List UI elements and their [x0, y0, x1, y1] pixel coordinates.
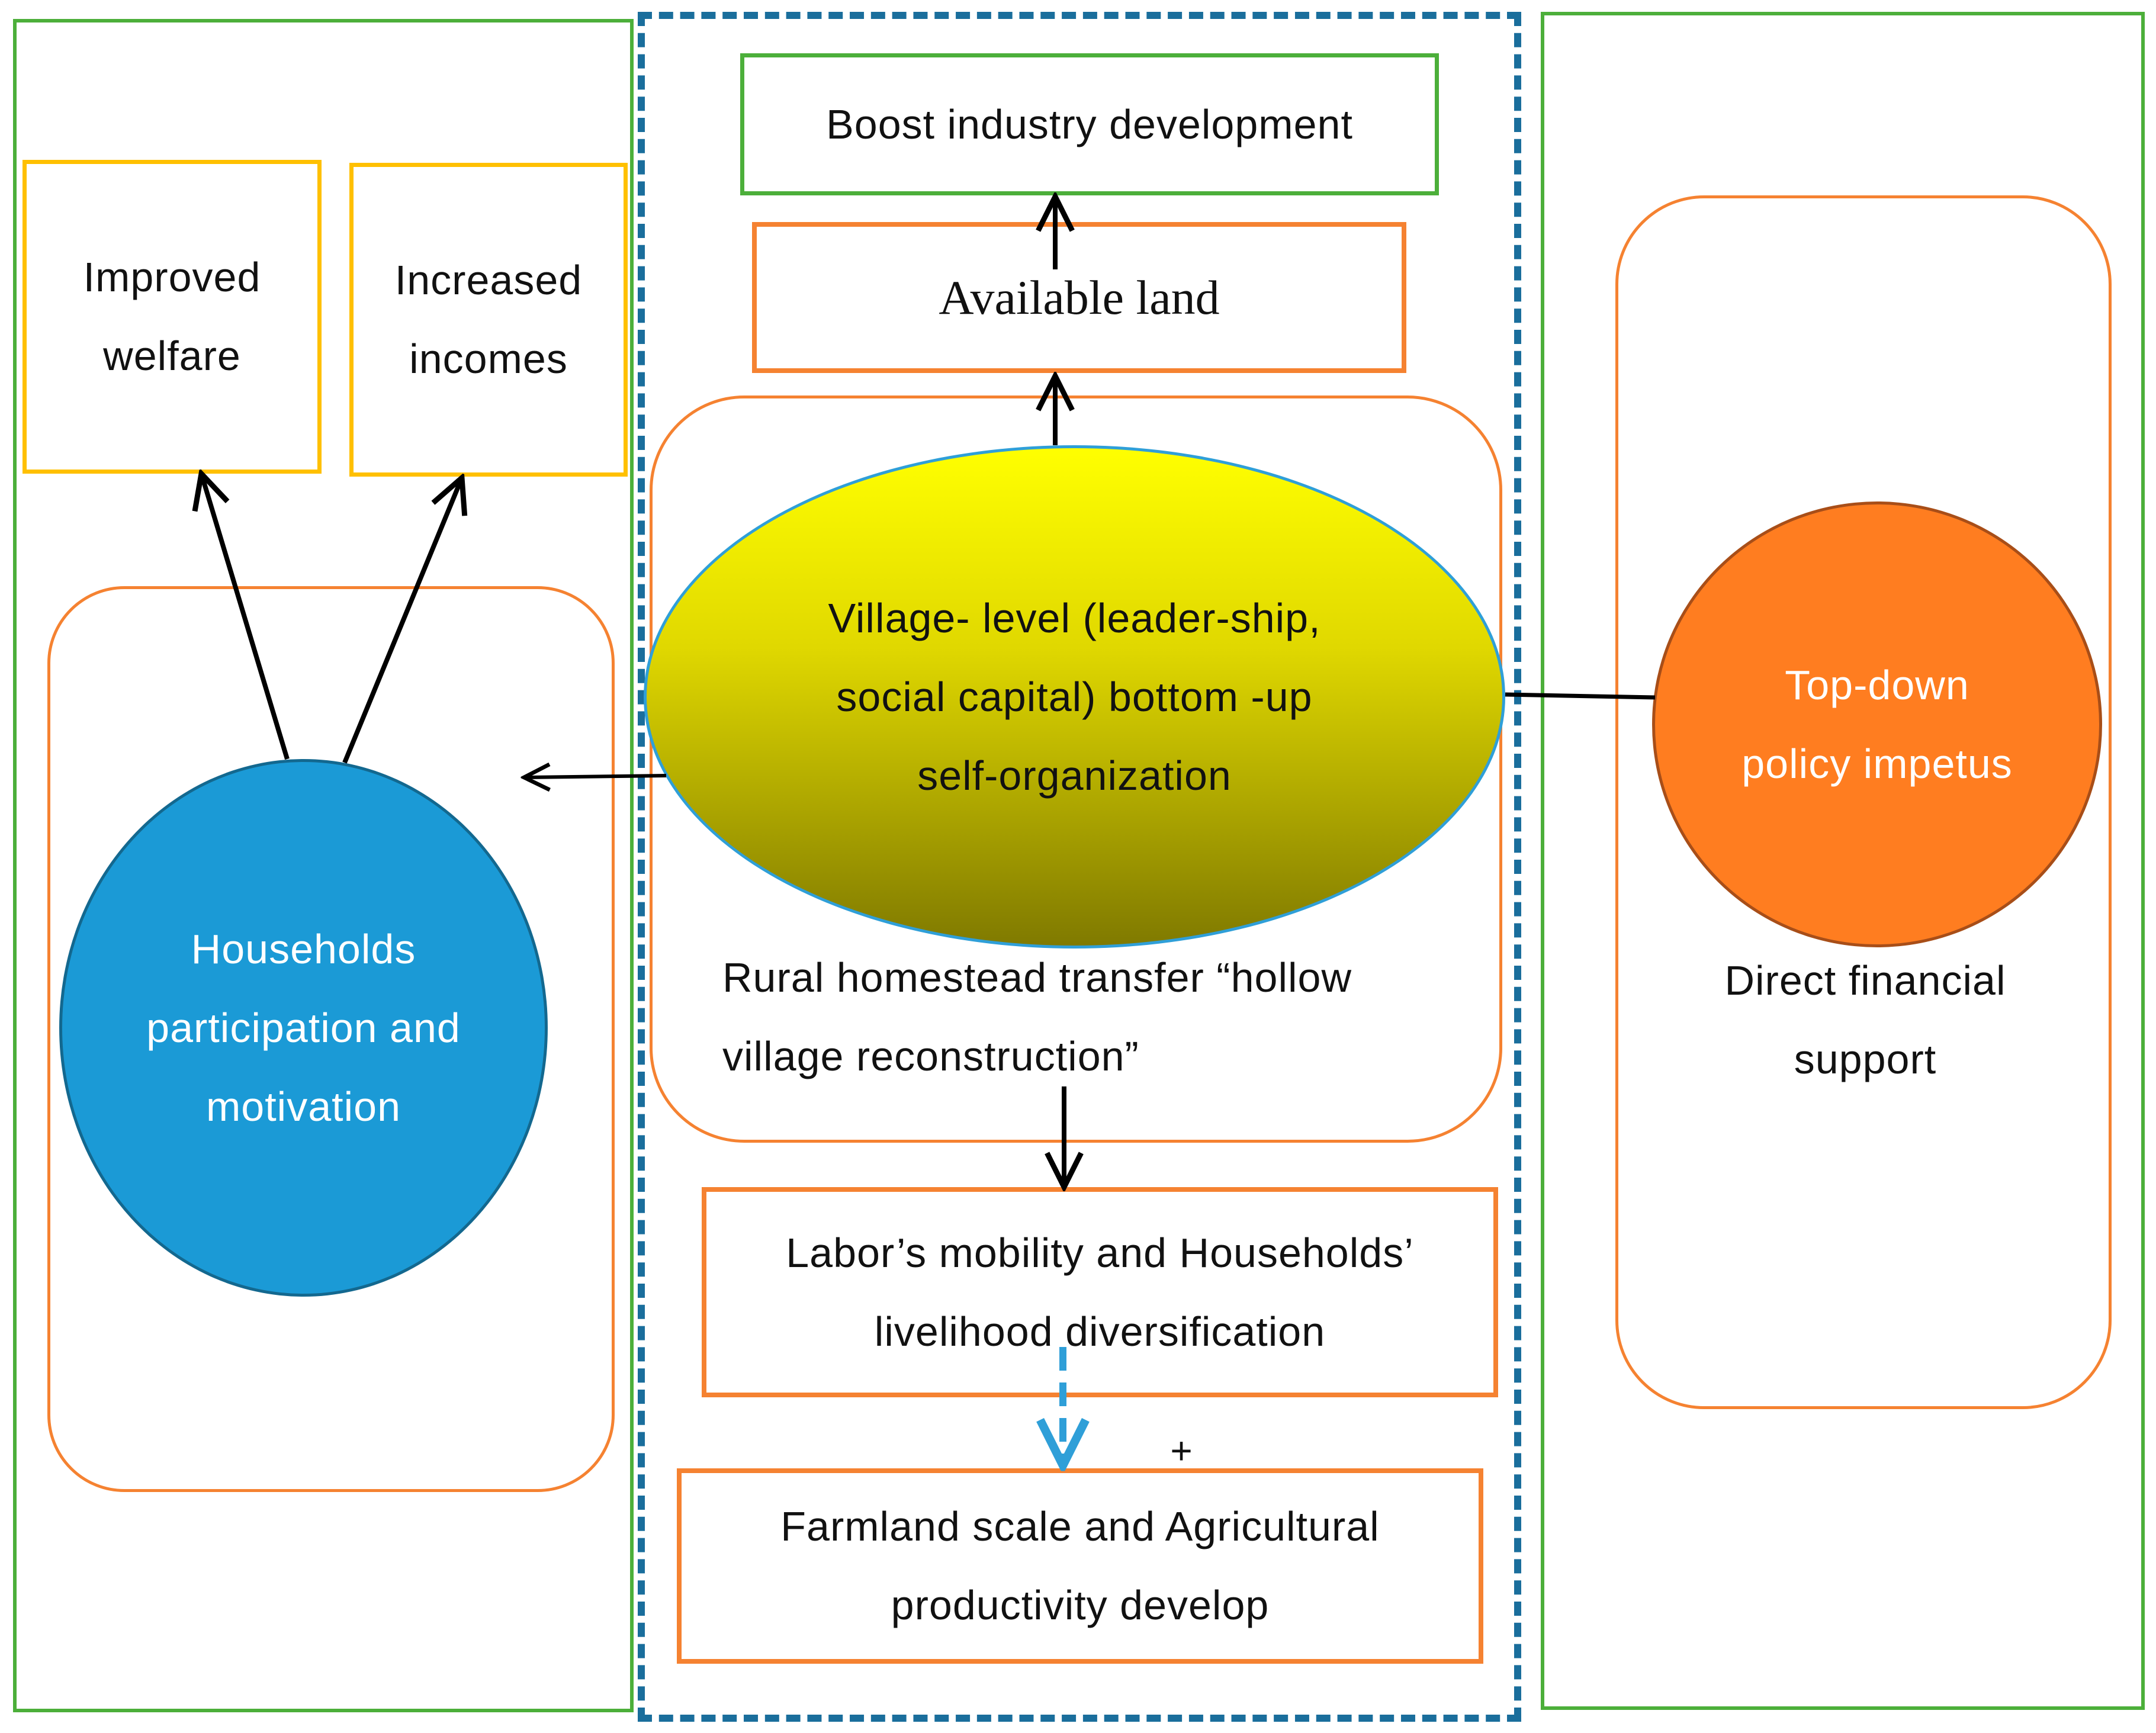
- increased-incomes-label: Increased incomes: [394, 257, 583, 382]
- center-panel: [638, 12, 1521, 1722]
- boost-industry-label: Boost industry development: [826, 101, 1353, 147]
- top-down-label: Top-down policy impetus: [1741, 661, 2013, 787]
- village-container: [650, 396, 1502, 1143]
- top-down-node: Top-down policy impetus: [1652, 501, 2102, 947]
- village-level-label: Village- level (leader-ship, social capi…: [828, 594, 1321, 799]
- plus-sign: +: [1158, 1427, 1205, 1474]
- village-level-node: Village- level (leader-ship, social capi…: [644, 445, 1505, 949]
- available-land-label: Available land: [939, 270, 1220, 324]
- farmland-scale-label: Farmland scale and Agricultural producti…: [780, 1503, 1380, 1628]
- direct-financial-label: Direct financial support: [1724, 957, 2006, 1082]
- improved-welfare-box: Improved welfare: [23, 160, 322, 474]
- left-panel: [13, 19, 634, 1712]
- rural-homestead-label: Rural homestead transfer “hollow village…: [722, 954, 1352, 1079]
- boost-industry-box: Boost industry development: [740, 53, 1439, 195]
- labor-mobility-box: Labor’s mobility and Households’ livelih…: [702, 1187, 1498, 1397]
- right-panel: [1541, 12, 2145, 1710]
- increased-incomes-box: Increased incomes: [349, 163, 628, 477]
- households-node: Households participation and motivation: [59, 759, 548, 1297]
- households-label: Households participation and motivation: [146, 925, 461, 1130]
- plus-sign-label: +: [1170, 1429, 1193, 1472]
- policy-container: [1615, 195, 2112, 1409]
- rural-homestead-caption: Rural homestead transfer “hollow village…: [722, 938, 1457, 1096]
- farmland-scale-box: Farmland scale and Agricultural producti…: [677, 1468, 1483, 1664]
- households-container: [47, 586, 615, 1492]
- direct-financial-caption: Direct financial support: [1676, 941, 2055, 1099]
- improved-welfare-label: Improved welfare: [83, 254, 261, 379]
- available-land-box: Available land: [752, 222, 1406, 373]
- labor-mobility-label: Labor’s mobility and Households’ livelih…: [786, 1229, 1414, 1355]
